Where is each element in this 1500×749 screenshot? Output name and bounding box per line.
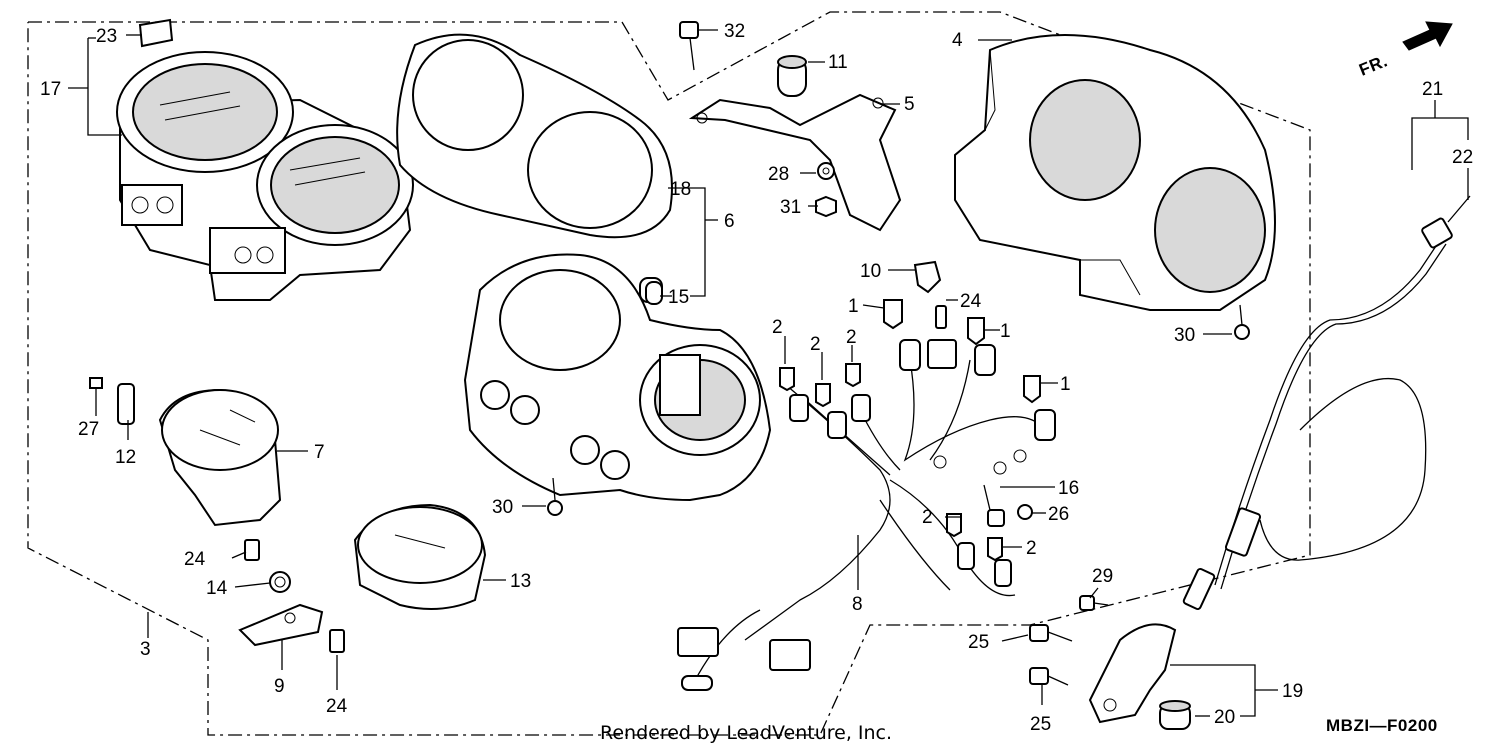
callout-8: 8 bbox=[852, 594, 863, 615]
wire-harness-part bbox=[677, 339, 1056, 691]
callout-7: 7 bbox=[314, 442, 325, 463]
callout-2-d: 2 bbox=[922, 507, 933, 528]
gearbox-parts bbox=[1029, 595, 1191, 730]
callout-2-a: 2 bbox=[772, 317, 783, 338]
callout-1-left: 1 bbox=[848, 296, 859, 317]
gasket-part bbox=[396, 33, 673, 239]
callout-25-upper: 25 bbox=[968, 632, 989, 653]
callout-11: 11 bbox=[828, 52, 848, 73]
meter-case-part bbox=[463, 253, 772, 502]
callout-20: 20 bbox=[1214, 707, 1235, 728]
callout-26: 26 bbox=[1048, 504, 1069, 525]
washer-nut-part bbox=[815, 162, 837, 218]
callout-2-b: 2 bbox=[810, 334, 821, 355]
callout-3: 3 bbox=[140, 639, 151, 660]
small-hardware-parts bbox=[645, 260, 947, 329]
lower-left-hardware bbox=[238, 539, 345, 653]
callout-22: 22 bbox=[1452, 147, 1473, 168]
render-credit: Rendered by LeadVenture, Inc. bbox=[600, 722, 892, 744]
center-screws bbox=[547, 304, 1250, 527]
assembly-boundary bbox=[27, 11, 1311, 736]
callout-25-lower: 25 bbox=[1030, 714, 1051, 735]
callout-4: 4 bbox=[952, 30, 963, 51]
callout-9: 9 bbox=[274, 676, 285, 697]
callout-17: 17 bbox=[40, 79, 61, 100]
callout-2-e: 2 bbox=[1026, 538, 1037, 559]
callout-27: 27 bbox=[78, 419, 99, 440]
callout-29: 29 bbox=[1092, 566, 1113, 587]
front-arrow-label: FR. bbox=[1356, 51, 1390, 79]
callout-2-c: 2 bbox=[846, 327, 857, 348]
meter-units bbox=[89, 377, 487, 610]
callout-30-center: 30 bbox=[492, 497, 513, 518]
callout-13: 13 bbox=[510, 571, 531, 592]
combination-meter-part bbox=[116, 18, 414, 301]
callout-6: 6 bbox=[724, 211, 735, 232]
speedometer-cable-part bbox=[1182, 195, 1471, 611]
callout-18: 18 bbox=[670, 179, 691, 200]
front-direction-arrow-icon: FR. bbox=[1356, 21, 1453, 80]
callout-19: 19 bbox=[1282, 681, 1303, 702]
callout-15: 15 bbox=[668, 287, 689, 308]
callout-12: 12 bbox=[115, 447, 136, 468]
stay-bracket-part bbox=[688, 93, 902, 232]
callout-24-upper: 24 bbox=[960, 291, 982, 312]
callout-30-right: 30 bbox=[1174, 325, 1195, 346]
callout-5: 5 bbox=[904, 94, 915, 115]
bolt-32-part bbox=[679, 21, 699, 71]
callout-16: 16 bbox=[1058, 478, 1079, 499]
callout-1-right: 1 bbox=[1060, 374, 1071, 395]
callout-1-mid: 1 bbox=[1000, 321, 1011, 342]
callout-14: 14 bbox=[206, 578, 228, 599]
callout-labels: 23 17 32 11 4 5 28 31 18 6 15 10 24 1 1 … bbox=[40, 21, 1473, 735]
callout-10: 10 bbox=[860, 261, 881, 282]
callout-24-left: 24 bbox=[184, 549, 206, 570]
callout-28: 28 bbox=[768, 164, 789, 185]
callout-23: 23 bbox=[96, 26, 117, 47]
grommet-part bbox=[777, 55, 807, 97]
callout-32: 32 bbox=[724, 21, 745, 42]
callout-21: 21 bbox=[1422, 79, 1443, 100]
reference-code: MBZI—F0200 bbox=[1326, 716, 1438, 735]
callout-24-bottom: 24 bbox=[326, 696, 348, 717]
bulbs-and-sockets bbox=[779, 299, 1041, 562]
leader-lines bbox=[68, 29, 1469, 717]
callout-31: 31 bbox=[780, 197, 801, 218]
meter-cover-part bbox=[954, 34, 1276, 311]
